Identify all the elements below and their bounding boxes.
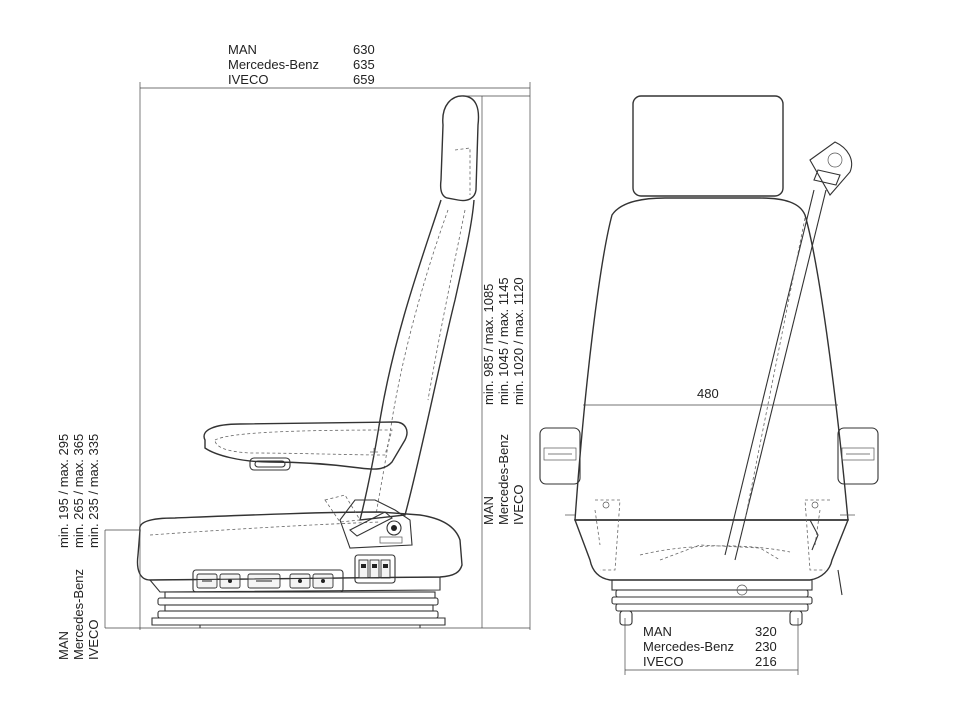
front-armrest-right — [837, 427, 879, 485]
height-brand-iveco: IVECO — [511, 485, 526, 525]
front-backrest — [574, 197, 849, 521]
base-brand-mercedes: Mercedes-Benz — [643, 639, 734, 654]
seat-height-range-iveco: min. 235 / max. 335 — [86, 434, 101, 548]
seat-height-brand-mercedes: Mercedes-Benz — [71, 569, 86, 660]
base-value-man: 320 — [755, 624, 777, 639]
top-dim-value-mercedes: 635 — [353, 57, 375, 72]
side-armrest — [203, 421, 408, 470]
width-dimension-value: 480 — [697, 386, 719, 401]
front-headrest — [632, 95, 784, 197]
top-dimension-table: MAN 630 Mercedes-Benz 635 IVECO 659 — [228, 42, 375, 87]
seat-height-range-mercedes: min. 265 / max. 365 — [71, 434, 86, 548]
height-range-iveco: min. 1020 / max. 1120 — [511, 277, 526, 405]
top-dim-value-man: 630 — [353, 42, 375, 57]
top-dim-brand-mercedes: Mercedes-Benz — [228, 57, 319, 72]
seat-height-brand-man: MAN — [56, 631, 71, 660]
top-dim-brand-man: MAN — [228, 42, 257, 57]
side-headrest — [439, 95, 480, 202]
seat-belt — [724, 141, 853, 561]
dimension-lines — [104, 82, 838, 675]
front-cushion — [573, 519, 850, 581]
seat-height-table: MAN min. 195 / max. 295 Mercedes-Benz mi… — [56, 434, 101, 660]
side-view — [136, 95, 480, 628]
seat-height-range-man: min. 195 / max. 295 — [56, 434, 71, 548]
base-value-mercedes: 230 — [755, 639, 777, 654]
height-brand-man: MAN — [481, 496, 496, 525]
front-view — [539, 95, 879, 626]
base-value-iveco: 216 — [755, 654, 777, 669]
base-brand-man: MAN — [643, 624, 672, 639]
height-range-table: MAN min. 985 / max. 1085 Mercedes-Benz m… — [481, 277, 526, 525]
height-range-mercedes: min. 1045 / max. 1145 — [496, 277, 511, 405]
seat-height-brand-iveco: IVECO — [86, 620, 101, 660]
base-dimension-table: MAN 320 Mercedes-Benz 230 IVECO 216 — [643, 624, 777, 669]
top-dim-value-iveco: 659 — [353, 72, 375, 87]
height-brand-mercedes: Mercedes-Benz — [496, 434, 511, 525]
base-brand-iveco: IVECO — [643, 654, 683, 669]
front-armrest-left — [539, 427, 581, 485]
height-range-man: min. 985 / max. 1085 — [481, 284, 496, 405]
top-dim-brand-iveco: IVECO — [228, 72, 268, 87]
